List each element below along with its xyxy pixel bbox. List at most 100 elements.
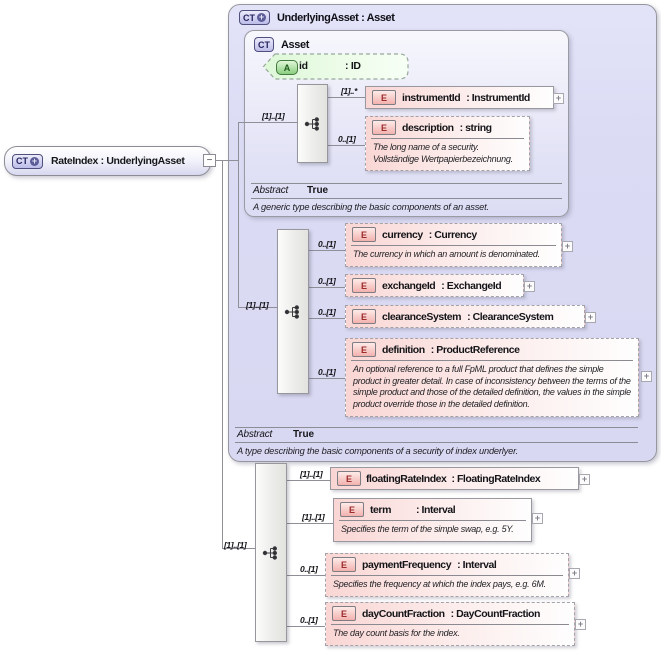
element-name: floatingRateIndex (366, 472, 447, 485)
root-node-rateindex[interactable]: CT+ RateIndex : UnderlyingAsset (4, 146, 211, 176)
collapse-button[interactable]: − (203, 154, 216, 167)
element-icon: E (372, 90, 396, 105)
attribute-id[interactable]: A id : ID (262, 53, 410, 80)
element-icon: E (332, 606, 356, 621)
element-doc: The currency in which an amount is denom… (353, 249, 540, 259)
connector-line (285, 626, 325, 627)
connector-line (222, 548, 255, 549)
expand-button[interactable]: + (569, 568, 580, 579)
divider (235, 427, 638, 428)
expand-button[interactable]: + (562, 241, 573, 252)
connector-line (307, 287, 345, 288)
expand-button[interactable]: + (532, 513, 543, 524)
cardinality-label: 0..[1] (318, 276, 336, 286)
element-doc: The long name of a security. Vollständig… (373, 142, 513, 164)
element-name: clearanceSystem (382, 310, 462, 323)
element-type: : string (459, 121, 492, 134)
sequence-icon (284, 304, 300, 319)
type-header-underlyingasset[interactable]: CT+ UnderlyingAsset : Asset (239, 10, 395, 25)
element-name: term (370, 503, 391, 516)
element-icon: E (352, 227, 376, 242)
expand-button[interactable]: + (641, 371, 652, 382)
element-floatingRateIndex[interactable]: E floatingRateIndex : FloatingRateIndex (330, 467, 579, 490)
connector-line (238, 307, 277, 308)
complex-type-badge-label: CT (258, 39, 270, 50)
root-node-label: RateIndex : UnderlyingAsset (51, 155, 185, 167)
sequence-group-rateindex[interactable] (255, 463, 287, 642)
cardinality-label: 0..[1] (318, 307, 336, 317)
element-clearanceSystem[interactable]: E clearanceSystem : ClearanceSystem (345, 305, 585, 328)
element-name: description (402, 121, 454, 134)
element-type: : FloatingRateIndex (451, 472, 541, 485)
expand-button[interactable]: + (579, 474, 590, 485)
cardinality-label: [1]..[1] (246, 300, 269, 310)
element-term[interactable]: E term : Interval Specifies the term of … (333, 498, 532, 542)
sequence-icon (262, 545, 278, 560)
connector-line (285, 480, 330, 481)
cardinality-label: 0..[1] (338, 134, 356, 144)
type-extension-icon: + (257, 12, 266, 22)
element-type: : Currency (428, 228, 477, 241)
attribute-tag-shape (262, 53, 409, 80)
cardinality-label: [1]..[1] (262, 111, 285, 121)
cardinality-label: 0..[1] (318, 239, 336, 249)
divider (371, 138, 524, 139)
element-type: : DayCountFraction (450, 607, 541, 620)
complex-type-badge-label: CT (16, 156, 28, 166)
complex-type-icon: CT+ (12, 153, 43, 169)
expand-button[interactable]: + (524, 281, 535, 292)
sequence-group-asset[interactable] (297, 84, 328, 163)
expand-button[interactable]: + (575, 619, 586, 630)
sequence-icon (304, 116, 319, 131)
connector-line (222, 160, 223, 549)
complex-type-icon: CT+ (239, 10, 270, 25)
element-paymentFrequency[interactable]: E paymentFrequency : Interval Specifies … (325, 553, 569, 597)
connector-line (216, 160, 239, 161)
type-header-asset[interactable]: CT Asset (254, 37, 309, 52)
cardinality-label: [1]..[1] (300, 469, 323, 479)
element-currency[interactable]: E currency : Currency The currency in wh… (345, 223, 562, 267)
connector-line (326, 97, 365, 98)
element-exchangeId[interactable]: E exchangeId : ExchangeId (345, 274, 524, 297)
element-name: paymentFrequency (362, 558, 452, 571)
element-type: : Interval (416, 503, 456, 516)
cardinality-label: [1]..[1] (302, 512, 325, 522)
divider (339, 520, 526, 521)
complex-type-icon: CT (254, 37, 274, 52)
element-description[interactable]: E description : string The long name of … (365, 116, 530, 172)
connector-line (326, 145, 365, 146)
divider (331, 624, 569, 625)
element-definition[interactable]: E definition : ProductReference An optio… (345, 338, 639, 417)
cardinality-label: 0..[1] (318, 367, 336, 377)
element-doc: An optional reference to a full FpML pro… (353, 364, 631, 410)
cardinality-label: [1]..[1] (224, 540, 247, 550)
cardinality-label: 0..[1] (300, 564, 318, 574)
connector-line (238, 122, 239, 308)
connector-line (307, 318, 345, 319)
element-instrumentId[interactable]: E instrumentId : InstrumentId (365, 86, 554, 109)
abstract-value: True (293, 429, 315, 440)
element-icon: E (372, 120, 396, 135)
element-icon: E (352, 342, 376, 357)
type-title: UnderlyingAsset : Asset (277, 11, 395, 24)
sequence-group-underlyingasset[interactable] (277, 229, 309, 394)
element-name: dayCountFraction (362, 607, 445, 620)
divider (235, 442, 638, 443)
element-icon: E (337, 471, 361, 486)
complex-type-badge-label: CT (243, 12, 255, 23)
connector-line (307, 250, 345, 251)
element-dayCountFraction[interactable]: E dayCountFraction : DayCountFraction Th… (325, 602, 575, 646)
element-name: definition (382, 343, 425, 356)
element-type: : Interval (457, 558, 497, 571)
element-doc: Specifies the frequency at which the ind… (333, 579, 546, 589)
connector-line (238, 122, 297, 123)
divider (351, 245, 556, 246)
element-name: exchangeId (382, 279, 436, 292)
attribute-type: : ID (345, 60, 361, 72)
expand-button[interactable]: + (553, 93, 564, 104)
expand-button[interactable]: + (585, 312, 596, 323)
divider (251, 183, 562, 184)
type-extension-icon: + (30, 155, 39, 166)
cardinality-label: [1]..* (341, 86, 358, 96)
